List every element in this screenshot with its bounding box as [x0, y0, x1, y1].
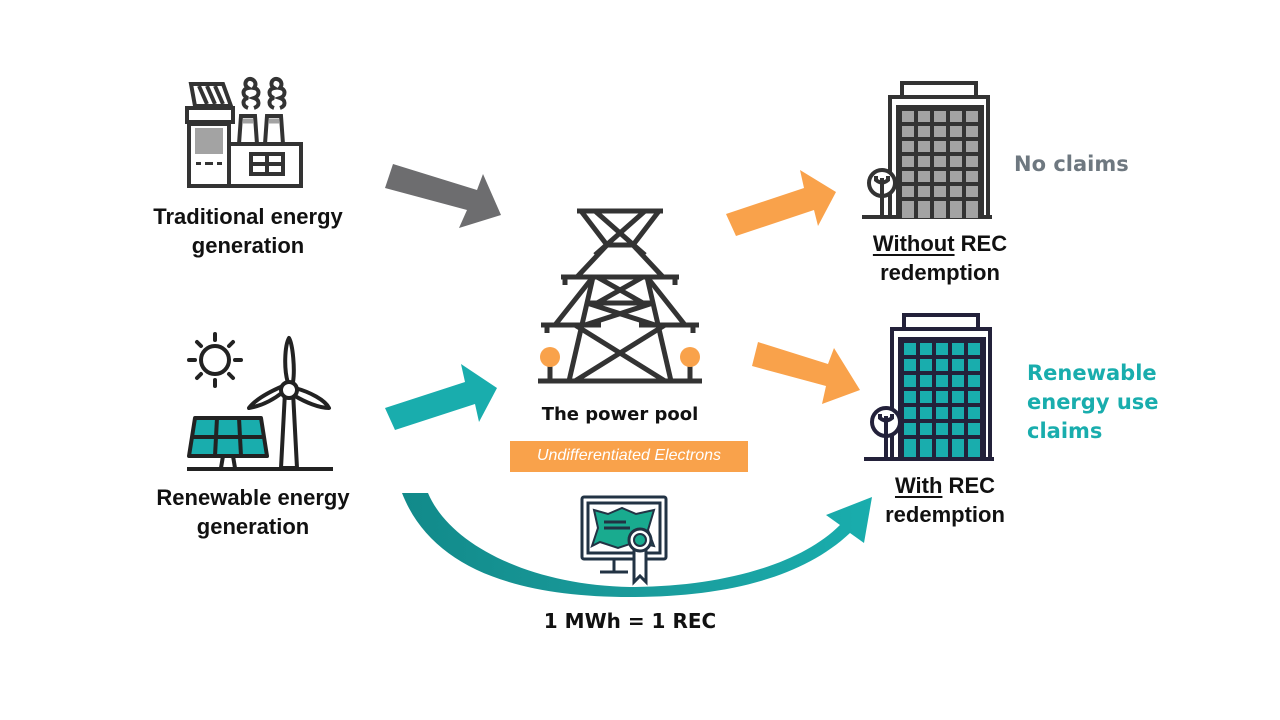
window	[904, 343, 916, 355]
window	[966, 201, 978, 218]
window	[934, 186, 946, 197]
window	[950, 201, 962, 218]
teal-arrow-icon	[385, 364, 497, 430]
with-emphasis: With	[894, 473, 943, 498]
window	[950, 141, 962, 152]
window	[918, 111, 930, 122]
window	[918, 126, 930, 137]
window	[902, 171, 914, 182]
window	[920, 423, 932, 435]
undifferentiated-electrons-text: Undifferentiated Electrons	[536, 447, 722, 464]
window	[904, 423, 916, 435]
window	[918, 171, 930, 182]
window	[968, 359, 980, 371]
window	[934, 141, 946, 152]
window	[918, 141, 930, 152]
window	[904, 407, 916, 419]
window	[968, 407, 980, 419]
traditional-generation-label: Traditional energy generation	[153, 204, 343, 258]
window	[968, 375, 980, 387]
window	[934, 126, 946, 137]
window	[936, 391, 948, 403]
window	[934, 156, 946, 167]
solar-wind-icon	[187, 332, 333, 471]
curved-rec-arrow-icon	[402, 493, 872, 597]
window	[920, 407, 932, 419]
window	[936, 423, 948, 435]
window	[920, 343, 932, 355]
without-rec-label: Without REC redemption	[872, 231, 1008, 285]
window	[936, 407, 948, 419]
window	[968, 439, 980, 457]
window	[936, 375, 948, 387]
window	[966, 111, 978, 122]
window	[952, 407, 964, 419]
factory-icon	[185, 76, 303, 188]
window	[934, 111, 946, 122]
orange-arrow-down-icon	[752, 342, 860, 404]
power-pool-title: The power pool	[541, 404, 699, 425]
window	[918, 186, 930, 197]
window	[904, 375, 916, 387]
window	[904, 391, 916, 403]
without-emphasis: Without	[872, 231, 955, 256]
window	[920, 359, 932, 371]
window	[968, 343, 980, 355]
gray-arrow-icon	[385, 164, 501, 228]
window	[936, 343, 948, 355]
window	[904, 359, 916, 371]
renewable-generation-label: Renewable energy generation	[156, 485, 350, 539]
window	[936, 359, 948, 371]
certificate-monitor-icon	[580, 495, 668, 586]
window	[950, 111, 962, 122]
transmission-tower-icon	[538, 208, 702, 384]
window	[934, 201, 946, 218]
office-building-renewable-icon	[864, 313, 994, 461]
window	[950, 186, 962, 197]
window	[966, 141, 978, 152]
window	[966, 156, 978, 167]
window	[902, 126, 914, 137]
window	[968, 423, 980, 435]
window	[902, 156, 914, 167]
with-rec-label: With REC redemption	[885, 473, 1005, 527]
window	[936, 439, 948, 457]
window	[966, 171, 978, 182]
window	[902, 111, 914, 122]
window	[968, 391, 980, 403]
window	[952, 375, 964, 387]
mwh-rec-equation: 1 MWh = 1 REC	[543, 609, 717, 633]
office-building-icon	[862, 81, 992, 219]
window	[902, 186, 914, 197]
window	[952, 343, 964, 355]
window	[934, 171, 946, 182]
window	[966, 126, 978, 137]
renewable-claims-text: Renewable energy use claims	[1027, 361, 1159, 443]
window	[950, 126, 962, 137]
window	[902, 201, 914, 218]
window	[952, 359, 964, 371]
no-claims-text: No claims	[1014, 152, 1129, 176]
window	[920, 375, 932, 387]
undifferentiated-electrons-badge	[510, 441, 748, 472]
window	[952, 423, 964, 435]
window	[920, 439, 932, 457]
window	[920, 391, 932, 403]
window	[950, 171, 962, 182]
window	[918, 156, 930, 167]
window	[952, 439, 964, 457]
window	[950, 156, 962, 167]
window	[904, 439, 916, 457]
window	[902, 141, 914, 152]
window	[918, 201, 930, 218]
window	[952, 391, 964, 403]
orange-arrow-up-icon	[726, 170, 836, 236]
window	[966, 186, 978, 197]
